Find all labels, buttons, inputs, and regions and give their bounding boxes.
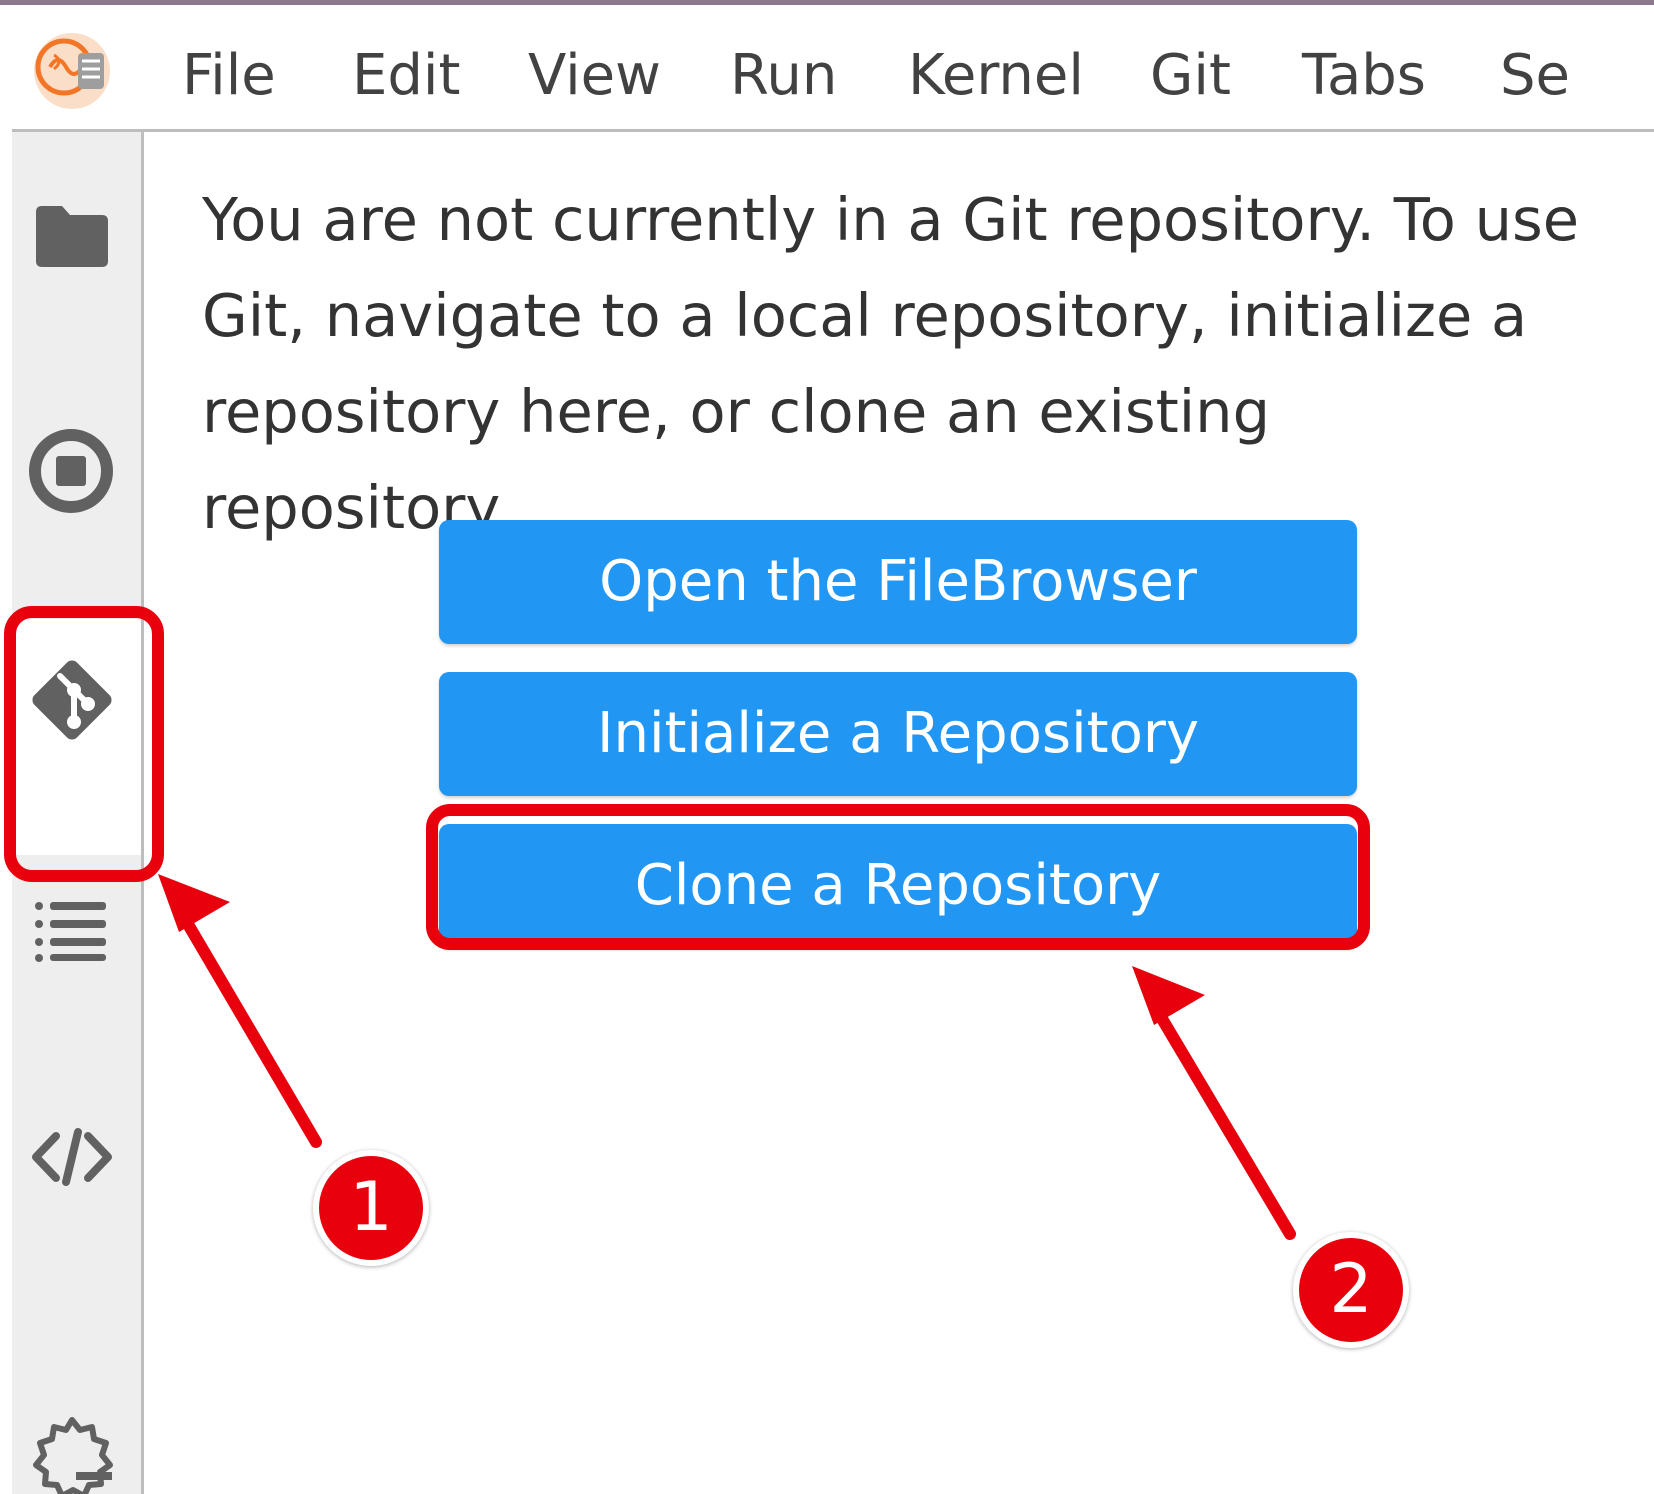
git-icon[interactable] [22, 650, 122, 750]
left-sidebar [12, 132, 144, 1494]
list-icon[interactable] [30, 894, 114, 964]
clone-repository-button[interactable]: Clone a Repository [439, 824, 1357, 948]
initialize-repository-button[interactable]: Initialize a Repository [439, 672, 1357, 796]
menu-file[interactable]: File [182, 43, 276, 108]
menu-kernel[interactable]: Kernel [908, 43, 1084, 108]
stop-circle-icon[interactable] [26, 426, 116, 516]
git-panel: You are not currently in a Git repositor… [144, 132, 1654, 1494]
menu-bar: File Edit View Run Kernel Git Tabs Se [12, 5, 1654, 132]
menu-view[interactable]: View [528, 43, 661, 108]
git-not-repository-message: You are not currently in a Git repositor… [202, 185, 1580, 542]
folder-icon[interactable] [32, 202, 112, 272]
code-icon[interactable] [28, 1122, 116, 1192]
menu-settings[interactable]: Se [1500, 43, 1570, 108]
jupyter-brain-logo-icon [34, 33, 110, 109]
extension-gear-icon[interactable] [26, 1412, 118, 1494]
step-badge-2: 2 [1293, 1232, 1409, 1348]
menu-git[interactable]: Git [1150, 43, 1231, 108]
open-filebrowser-button[interactable]: Open the FileBrowser [439, 520, 1357, 644]
menu-run[interactable]: Run [730, 43, 838, 108]
menu-edit[interactable]: Edit [352, 43, 461, 108]
window-top-border [0, 0, 1654, 5]
step-badge-1: 1 [313, 1150, 429, 1266]
menu-tabs[interactable]: Tabs [1302, 43, 1426, 108]
